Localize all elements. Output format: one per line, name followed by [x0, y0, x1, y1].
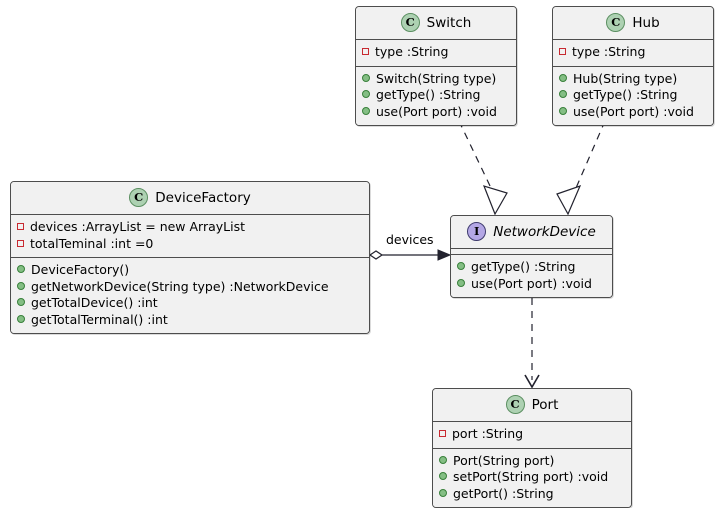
private-marker-icon	[362, 48, 369, 55]
class-badge-icon: C	[606, 13, 626, 32]
public-marker-icon	[439, 472, 447, 480]
method-text: use(Port port) :void	[573, 103, 694, 119]
method-text: DeviceFactory()	[31, 262, 130, 277]
class-header-port: C Port	[433, 389, 631, 421]
method-row: getType() :String	[362, 87, 510, 104]
class-header-networkdevice: I NetworkDevice	[451, 216, 612, 248]
class-badge-icon: C	[400, 13, 420, 32]
method-row: DeviceFactory()	[17, 262, 363, 279]
edge-networkdevice-uses-port	[524, 298, 540, 389]
class-box-port[interactable]: C Port port :String Port(String port) se…	[432, 388, 632, 508]
attributes-compartment: devices :ArrayList = new ArrayList total…	[11, 214, 369, 257]
private-marker-icon	[439, 430, 446, 437]
public-marker-icon	[17, 265, 25, 273]
attribute-row: totalTeminal :int =0	[17, 236, 363, 253]
public-marker-icon	[559, 106, 567, 115]
class-title: Hub	[632, 14, 660, 31]
attribute-row: type :String	[362, 44, 510, 61]
public-marker-icon	[17, 314, 25, 323]
method-text: getNetworkDevice(String type) :NetworkDe…	[31, 278, 329, 294]
class-badge-icon: C	[505, 395, 525, 414]
class-box-devicefactory[interactable]: C DeviceFactory devices :ArrayList = new…	[10, 181, 370, 334]
method-text: getTotalTerminal() :int	[31, 311, 168, 327]
method-row: use(Port port) :void	[457, 276, 606, 293]
method-text: use(Port port) :void	[471, 275, 592, 291]
public-marker-icon	[17, 281, 25, 290]
method-row: getNetworkDevice(String type) :NetworkDe…	[17, 279, 363, 296]
method-row: Hub(String type)	[559, 71, 707, 88]
public-marker-icon	[457, 262, 465, 270]
edge-hub-implements	[556, 120, 606, 216]
public-marker-icon	[362, 73, 370, 82]
attribute-text: type :String	[572, 44, 646, 59]
methods-compartment: getType() :String use(Port port) :void	[451, 254, 612, 297]
interface-badge-icon: I	[467, 222, 487, 241]
class-title: NetworkDevice	[493, 223, 596, 240]
edge-label-devices: devices	[386, 232, 434, 247]
class-header-switch: C Switch	[356, 7, 516, 39]
attribute-text: devices :ArrayList = new ArrayList	[30, 219, 246, 234]
method-text: getTotalDevice() :int	[31, 295, 158, 310]
public-marker-icon	[362, 90, 370, 98]
class-header-hub: C Hub	[553, 7, 713, 39]
attribute-text: totalTeminal :int =0	[30, 235, 154, 251]
class-box-networkdevice[interactable]: I NetworkDevice getType() :String use(Po…	[450, 215, 613, 298]
method-text: getType() :String	[573, 87, 678, 102]
methods-compartment: DeviceFactory() getNetworkDevice(String …	[11, 257, 369, 333]
attribute-text: type :String	[375, 44, 449, 59]
method-row: Port(String port)	[439, 453, 625, 470]
class-badge-icon: C	[129, 188, 149, 207]
method-text: setPort(String port) :void	[453, 469, 609, 484]
class-title: Switch	[426, 14, 472, 31]
method-row: Switch(String type)	[362, 71, 510, 88]
method-row: getPort() :String	[439, 486, 625, 503]
class-box-switch[interactable]: C Switch type :String Switch(String type…	[355, 6, 517, 126]
method-text: getType() :String	[376, 87, 481, 102]
attribute-text: port :String	[452, 426, 524, 441]
method-text: getType() :String	[471, 259, 576, 274]
private-marker-icon	[17, 223, 24, 230]
private-marker-icon	[17, 239, 24, 247]
class-title: DeviceFactory	[155, 189, 251, 206]
public-marker-icon	[17, 298, 25, 306]
public-marker-icon	[362, 106, 370, 115]
method-row: use(Port port) :void	[559, 104, 707, 121]
methods-compartment: Hub(String type) getType() :String use(P…	[553, 65, 713, 125]
private-marker-icon	[559, 48, 566, 55]
public-marker-icon	[439, 488, 447, 497]
public-marker-icon	[559, 90, 567, 98]
public-marker-icon	[457, 278, 465, 287]
public-marker-icon	[439, 455, 447, 464]
attributes-compartment: type :String	[553, 39, 713, 66]
attribute-row: devices :ArrayList = new ArrayList	[17, 219, 363, 236]
attribute-row: port :String	[439, 426, 625, 443]
edge-switch-implements	[458, 120, 508, 216]
method-text: getPort() :String	[453, 485, 554, 501]
method-row: getType() :String	[457, 259, 606, 276]
method-row: getTotalTerminal() :int	[17, 312, 363, 329]
method-row: use(Port port) :void	[362, 104, 510, 121]
method-text: Hub(String type)	[573, 70, 678, 86]
attributes-compartment: type :String	[356, 39, 516, 66]
methods-compartment: Switch(String type) getType() :String us…	[356, 65, 516, 125]
method-text: use(Port port) :void	[376, 103, 497, 119]
edge-factory-aggregates	[368, 249, 452, 261]
method-text: Switch(String type)	[376, 70, 497, 86]
public-marker-icon	[559, 73, 567, 82]
method-row: getTotalDevice() :int	[17, 295, 363, 312]
method-row: setPort(String port) :void	[439, 469, 625, 486]
attribute-row: type :String	[559, 44, 707, 61]
class-header-devicefactory: C DeviceFactory	[11, 182, 369, 214]
attributes-compartment	[451, 248, 612, 254]
class-title: Port	[531, 396, 559, 413]
method-row: getType() :String	[559, 87, 707, 104]
attributes-compartment: port :String	[433, 421, 631, 448]
method-text: Port(String port)	[453, 452, 555, 468]
class-box-hub[interactable]: C Hub type :String Hub(String type) getT…	[552, 6, 714, 126]
methods-compartment: Port(String port) setPort(String port) :…	[433, 447, 631, 507]
